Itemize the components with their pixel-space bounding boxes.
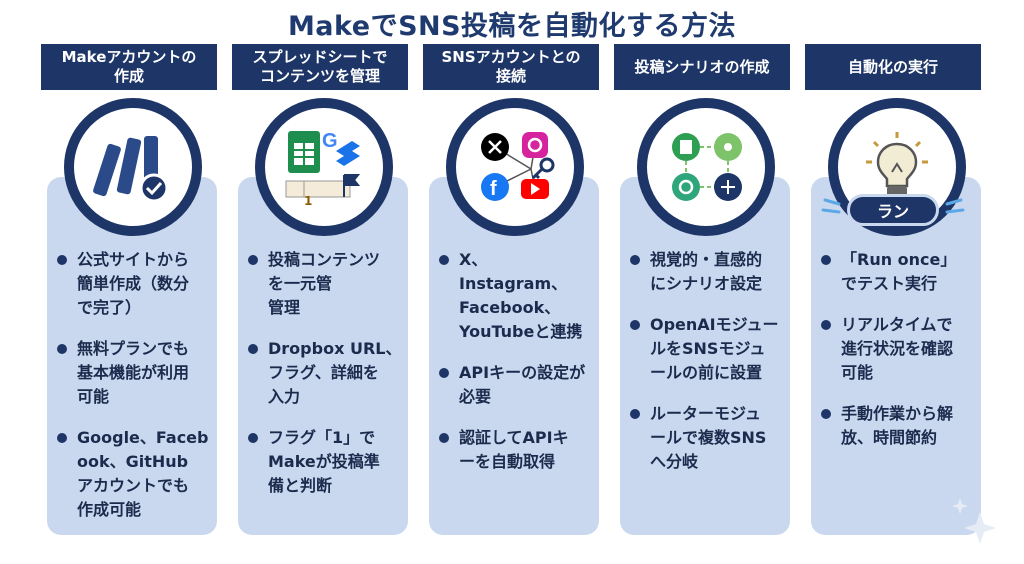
sparkle-icon <box>952 498 996 544</box>
list-item: 認証してAPIキ ーを自動取得 <box>437 426 595 474</box>
step-column-3: SNSアカウントとの 接続 f X、Instagram、 Facebook、 Y… <box>423 44 599 540</box>
step-header: 自動化の実行 <box>805 44 981 90</box>
list-item: 手動作業から解 放、時間節約 <box>819 402 977 450</box>
step-header: SNSアカウントとの 接続 <box>423 44 599 90</box>
list-item: APIキーの設定が 必要 <box>437 361 595 409</box>
list-item: フラグ「1」で Makeが投稿準 備と判断 <box>246 426 404 498</box>
bullet-list: X、Instagram、 Facebook、 YouTubeと連携 APIキーの… <box>437 248 595 491</box>
step-column-1: Makeアカウントの 作成 公式サイトから 簡単作成（数分 で完了） 無料プラン… <box>41 44 217 540</box>
step-card <box>47 177 217 535</box>
bullet-list: 視覚的・直感的 にシナリオ設定 OpenAIモジュー ルをSNSモジュ ールの前… <box>628 248 786 491</box>
svg-text:f: f <box>490 178 497 200</box>
scenario-flow-icon <box>637 98 775 236</box>
glow-rays-icon <box>821 198 965 214</box>
step-column-2: スプレッドシートで コンテンツを管理 G 1 投稿コンテンツ を一元管 管理 D… <box>232 44 408 540</box>
sns-key-icon: f <box>446 98 584 236</box>
svg-text:G: G <box>322 130 338 152</box>
step-card <box>429 177 599 535</box>
step-column-4: 投稿シナリオの作成 視覚的・直感的 にシナリオ設定 OpenAIモジュー ルをS… <box>614 44 790 540</box>
step-header: 投稿シナリオの作成 <box>614 44 790 90</box>
list-item: 視覚的・直感的 にシナリオ設定 <box>628 248 786 296</box>
list-item: Google、Faceb ook、GitHub アカウントでも 作成可能 <box>55 426 213 522</box>
page-title: MakeでSNS投稿を自動化する方法 <box>287 11 737 42</box>
list-item: X、Instagram、 Facebook、 YouTubeと連携 <box>437 248 595 344</box>
run-button[interactable]: ラン <box>847 194 939 226</box>
step-header: スプレッドシートで コンテンツを管理 <box>232 44 408 90</box>
step-card <box>620 177 790 535</box>
list-item: 公式サイトから 簡単作成（数分 で完了） <box>55 248 213 320</box>
list-item: 無料プランでも 基本機能が利用 可能 <box>55 337 213 409</box>
list-item: 「Run once」 でテスト実行 <box>819 248 977 296</box>
step-header: Makeアカウントの 作成 <box>41 44 217 90</box>
list-item: リアルタイムで 進行状況を確認 可能 <box>819 313 977 385</box>
list-item: ルーターモジュ ールで複数SNS へ分岐 <box>628 402 786 474</box>
bullet-list: 投稿コンテンツ を一元管 管理 Dropbox URL、 フラグ、詳細を 入力 … <box>246 248 404 515</box>
step-card <box>811 177 981 535</box>
make-logo-icon <box>64 98 202 236</box>
spreadsheet-dropbox-icon: G 1 <box>255 98 393 236</box>
flag-badge: 1 <box>304 194 313 208</box>
list-item: Dropbox URL、 フラグ、詳細を 入力 <box>246 337 404 409</box>
step-card <box>238 177 408 535</box>
list-item: OpenAIモジュー ルをSNSモジュ ールの前に設置 <box>628 313 786 385</box>
bullet-list: 公式サイトから 簡単作成（数分 で完了） 無料プランでも 基本機能が利用 可能 … <box>55 248 213 539</box>
step-column-5: 自動化の実行 ラン 「Run once」 でテスト実行 リアルタイムで 進行状況… <box>805 44 981 540</box>
list-item: 投稿コンテンツ を一元管 管理 <box>246 248 404 320</box>
bullet-list: 「Run once」 でテスト実行 リアルタイムで 進行状況を確認 可能 手動作… <box>819 248 977 467</box>
